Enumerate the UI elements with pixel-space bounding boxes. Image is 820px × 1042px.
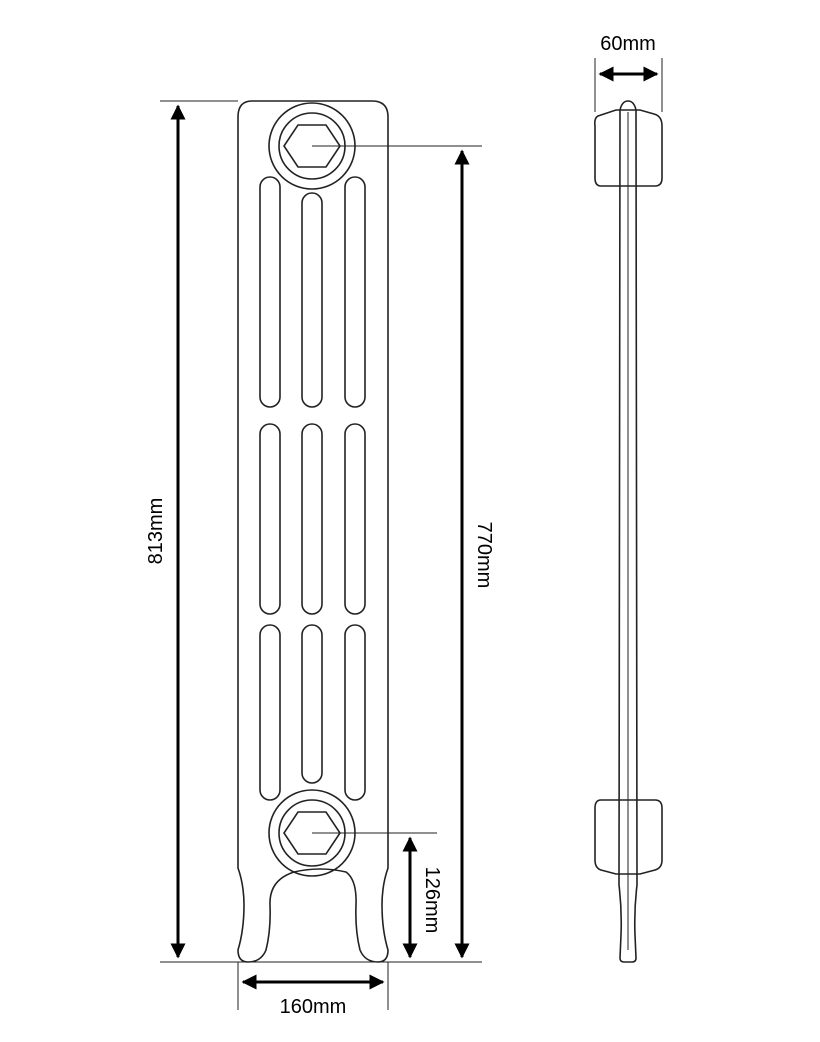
pipe-height-label: 126mm [421, 867, 443, 934]
slot [301, 624, 323, 784]
slot [259, 423, 281, 615]
front-body-outline [237, 100, 389, 963]
depth-label: 60mm [600, 33, 656, 55]
slot [344, 176, 366, 408]
side-top-hub [594, 109, 663, 187]
slot [301, 423, 323, 615]
side-bottom-hub [594, 799, 663, 875]
dimension-arrows [170, 66, 659, 990]
slot [259, 176, 281, 408]
width-label: 160mm [280, 996, 347, 1018]
slot [344, 423, 366, 615]
pipe-centres-label: 770mm [473, 522, 495, 589]
bottom-pipe-hex-nut [283, 811, 341, 855]
slot [301, 192, 323, 408]
slot [259, 624, 281, 801]
side-blade-outline [618, 100, 638, 963]
slot [344, 624, 366, 801]
side-view [594, 100, 663, 963]
top-pipe-hex-nut [283, 124, 341, 168]
height-total-label: 813mm [145, 498, 167, 565]
extension-lines [160, 58, 663, 1010]
